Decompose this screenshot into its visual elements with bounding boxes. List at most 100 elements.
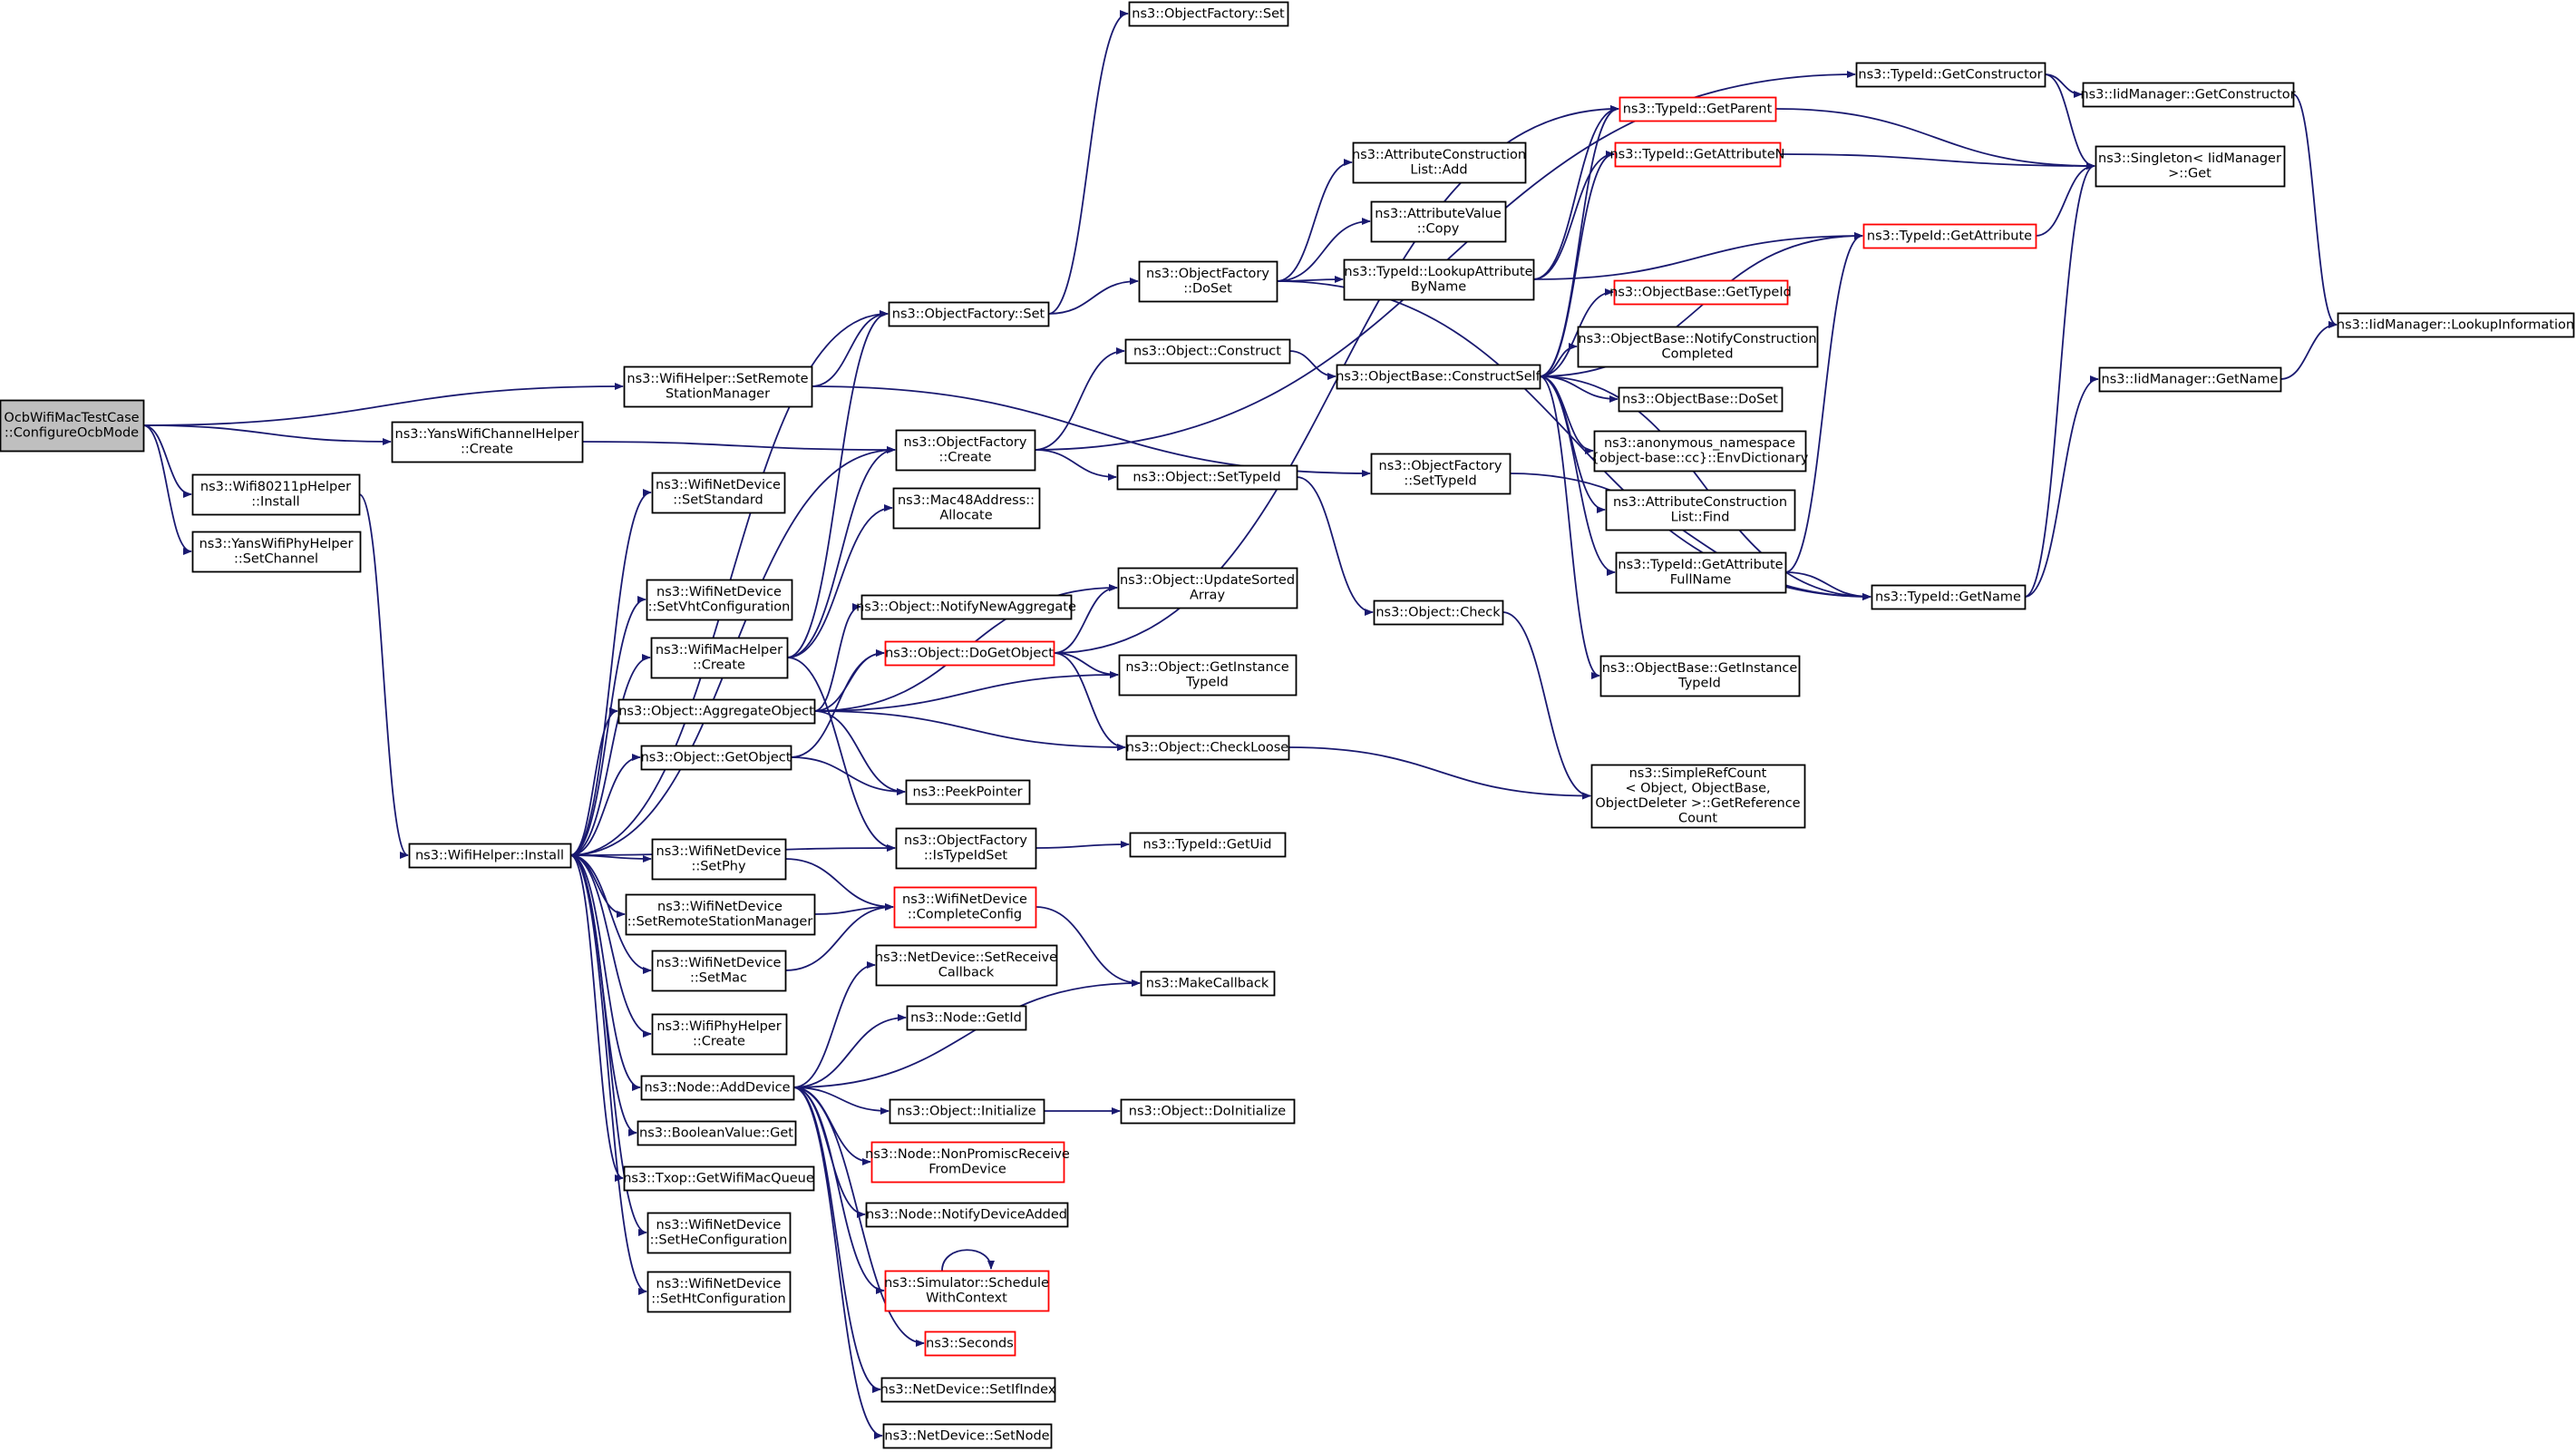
edge-tid-lookupattr-to-tid-getattributen xyxy=(1532,151,1615,280)
node-tid-getuid[interactable]: ns3::TypeId::GetUid xyxy=(1129,832,1287,858)
node-obj-aggregate[interactable]: ns3::Object::AggregateObject xyxy=(617,698,816,725)
node-wnd-setht[interactable]: ns3::WifiNetDevice::SetHtConfiguration xyxy=(646,1271,792,1313)
node-ob-notifyconstructioncompleted[interactable]: ns3::ObjectBase::NotifyConstructionCompl… xyxy=(1577,326,1819,368)
edge-wh-install-to-obj-getobject xyxy=(569,754,641,856)
node-of-set[interactable]: ns3::ObjectFactory::Set xyxy=(888,301,1050,327)
node-label: ::Copy xyxy=(1417,222,1460,237)
node-box xyxy=(884,1270,1050,1312)
node-mac48-allocate[interactable]: ns3::Mac48Address::Allocate xyxy=(892,487,1041,530)
node-tid-getattributen[interactable]: ns3::TypeId::GetAttributeN xyxy=(1609,141,1785,168)
node-bool-get[interactable]: ns3::BooleanValue::Get xyxy=(637,1120,797,1146)
node-label: ns3::Node::GetId xyxy=(910,1010,1022,1025)
node-box xyxy=(906,1005,1027,1031)
node-label: ns3::ObjectBase::DoSet xyxy=(1622,392,1778,406)
node-label: ::IsTypeIdSet xyxy=(924,849,1008,863)
node-makecallback[interactable]: ns3::MakeCallback xyxy=(1140,970,1276,997)
node-av-copy[interactable]: ns3::AttributeValue::Copy xyxy=(1370,200,1507,243)
node-ywch-create[interactable]: ns3::YansWifiChannelHelper::Create xyxy=(391,421,584,463)
node-of-istypeidset[interactable]: ns3::ObjectFactory::IsTypeIdSet xyxy=(895,827,1037,870)
node-iid-getname[interactable]: ns3::IidManager::GetName xyxy=(2098,366,2282,393)
node-anon-envdict[interactable]: ns3::anonymous_namespace{object-base::cc… xyxy=(1591,430,1809,473)
node-obj-check[interactable]: ns3::Object::Check xyxy=(1373,599,1504,626)
node-seconds[interactable]: ns3::Seconds xyxy=(924,1330,1016,1357)
node-node-notifydevadded[interactable]: ns3::Node::NotifyDeviceAdded xyxy=(865,1202,1069,1228)
edge-tid-getattributen-to-singleton-get xyxy=(1779,153,2095,170)
node-wnd-sethe[interactable]: ns3::WifiNetDevice::SetHeConfiguration xyxy=(646,1212,792,1254)
node-of-doset[interactable]: ns3::ObjectFactory::DoSet xyxy=(1138,260,1278,303)
node-of-set-top[interactable]: ns3::ObjectFactory::Set xyxy=(1128,1,1289,27)
node-wnd-setstandard[interactable]: ns3::WifiNetDevice::SetStandard xyxy=(651,472,786,514)
node-box xyxy=(875,944,1058,987)
node-label: ns3::ObjectFactory xyxy=(1379,459,1502,473)
node-singleton-get[interactable]: ns3::Singleton< IidManager>::Get xyxy=(2095,145,2286,188)
node-label: ns3::AttributeConstruction xyxy=(1613,495,1787,510)
node-wnd-setrsm[interactable]: ns3::WifiNetDevice::SetRemoteStationMana… xyxy=(625,893,816,936)
node-wph-create[interactable]: ns3::WifiPhyHelper::Create xyxy=(651,1013,788,1056)
node-obj-construct[interactable]: ns3::Object::Construct xyxy=(1124,338,1291,365)
node-root[interactable]: OcbWifiMacTestCase::ConfigureOcbMode xyxy=(0,399,145,453)
node-iid-getconstructor[interactable]: ns3::IidManager::GetConstructor xyxy=(2080,82,2296,108)
node-tid-getname[interactable]: ns3::TypeId::GetName xyxy=(1871,584,2027,610)
node-ob-doset[interactable]: ns3::ObjectBase::DoSet xyxy=(1618,386,1784,413)
node-obj-checkloose[interactable]: ns3::Object::CheckLoose xyxy=(1125,735,1290,761)
node-txop-getmacq[interactable]: ns3::Txop::GetWifiMacQueue xyxy=(623,1165,815,1192)
node-label: ns3::TypeId::LookupAttribute xyxy=(1344,265,1532,279)
edge-ob-constructself-to-ob-getinstancetid xyxy=(1539,375,1600,679)
node-label: >::Get xyxy=(2168,167,2211,181)
node-tid-getattribute[interactable]: ns3::TypeId::GetAttribute xyxy=(1862,223,2037,249)
node-node-getid[interactable]: ns3::Node::GetId xyxy=(906,1005,1027,1031)
node-node-adddevice[interactable]: ns3::Node::AddDevice xyxy=(640,1075,795,1101)
node-obj-initialize[interactable]: ns3::Object::Initialize xyxy=(889,1098,1045,1125)
node-obj-getobject[interactable]: ns3::Object::GetObject xyxy=(641,745,792,771)
node-w80211p-install[interactable]: ns3::Wifi80211pHelper::Install xyxy=(191,473,361,516)
node-ob-constructself[interactable]: ns3::ObjectBase::ConstructSelf xyxy=(1336,364,1541,390)
edge-wh-install-to-wnd-setvht xyxy=(569,596,646,856)
node-label: ns3::Object::UpdateSorted xyxy=(1120,573,1295,588)
node-of-create[interactable]: ns3::ObjectFactory::Create xyxy=(895,429,1036,472)
node-label: ns3::TypeId::GetAttribute xyxy=(1618,558,1783,572)
node-label: ns3::IidManager::GetConstructor xyxy=(2080,87,2295,102)
node-of-settypeid[interactable]: ns3::ObjectFactory::SetTypeId xyxy=(1370,453,1512,495)
node-ob-gettypeid[interactable]: ns3::ObjectBase::GetTypeId xyxy=(1609,279,1792,306)
node-wmh-create[interactable]: ns3::WifiMacHelper::Create xyxy=(650,637,789,679)
node-wnd-setvht[interactable]: ns3::WifiNetDevice::SetVhtConfiguration xyxy=(646,579,793,621)
node-obj-settypeid[interactable]: ns3::Object::SetTypeId xyxy=(1116,464,1298,491)
node-box xyxy=(889,1098,1045,1125)
node-label: ns3::YansWifiPhyHelper xyxy=(199,537,354,551)
node-label: ns3::TypeId::GetParent xyxy=(1623,102,1773,116)
node-box xyxy=(1373,599,1504,626)
node-tid-getparent[interactable]: ns3::TypeId::GetParent xyxy=(1619,96,1777,122)
edge-node-adddevice-to-node-getid xyxy=(792,1014,907,1088)
node-label: ::SetVhtConfiguration xyxy=(648,600,791,615)
node-obj-dogetobject[interactable]: ns3::Object::DoGetObject xyxy=(884,640,1055,667)
node-tid-getconstructor[interactable]: ns3::TypeId::GetConstructor xyxy=(1855,62,2046,88)
node-nd-setnode[interactable]: ns3::NetDevice::SetNode xyxy=(882,1423,1053,1449)
edge-tid-getattributefullname-to-tid-getattribute xyxy=(1784,232,1863,573)
node-wh-setrsm[interactable]: ns3::WifiHelper::SetRemoteStationManager xyxy=(623,365,813,408)
edge-of-create-to-obj-construct xyxy=(1034,347,1125,451)
node-peekpointer[interactable]: ns3::PeekPointer xyxy=(905,779,1031,805)
node-label: TypeId xyxy=(1677,677,1721,691)
node-wh-install[interactable]: ns3::WifiHelper::Install xyxy=(408,843,572,869)
edge-root-to-ywph-setchannel xyxy=(142,424,192,555)
node-obj-notifynewagg[interactable]: ns3::Object::NotifyNewAggregate xyxy=(856,594,1076,620)
node-nd-setifindex[interactable]: ns3::NetDevice::SetIfIndex xyxy=(880,1377,1056,1403)
node-label: ns3::Mac48Address:: xyxy=(898,493,1035,508)
node-wnd-setphy[interactable]: ns3::WifiNetDevice::SetPhy xyxy=(651,838,787,881)
node-simplerefcount[interactable]: ns3::SimpleRefCount< Object, ObjectBase,… xyxy=(1590,764,1806,829)
node-wnd-setmac[interactable]: ns3::WifiNetDevice::SetMac xyxy=(651,950,787,992)
node-iid-lookupinfo[interactable]: ns3::IidManager::LookupInformation xyxy=(2337,312,2575,338)
node-ywph-setchannel[interactable]: ns3::YansWifiPhyHelper::SetChannel xyxy=(191,531,362,573)
node-obj-doinitialize[interactable]: ns3::Object::DoInitialize xyxy=(1120,1098,1296,1125)
node-wnd-completeconfig[interactable]: ns3::WifiNetDevice::CompleteConfig xyxy=(893,886,1037,929)
